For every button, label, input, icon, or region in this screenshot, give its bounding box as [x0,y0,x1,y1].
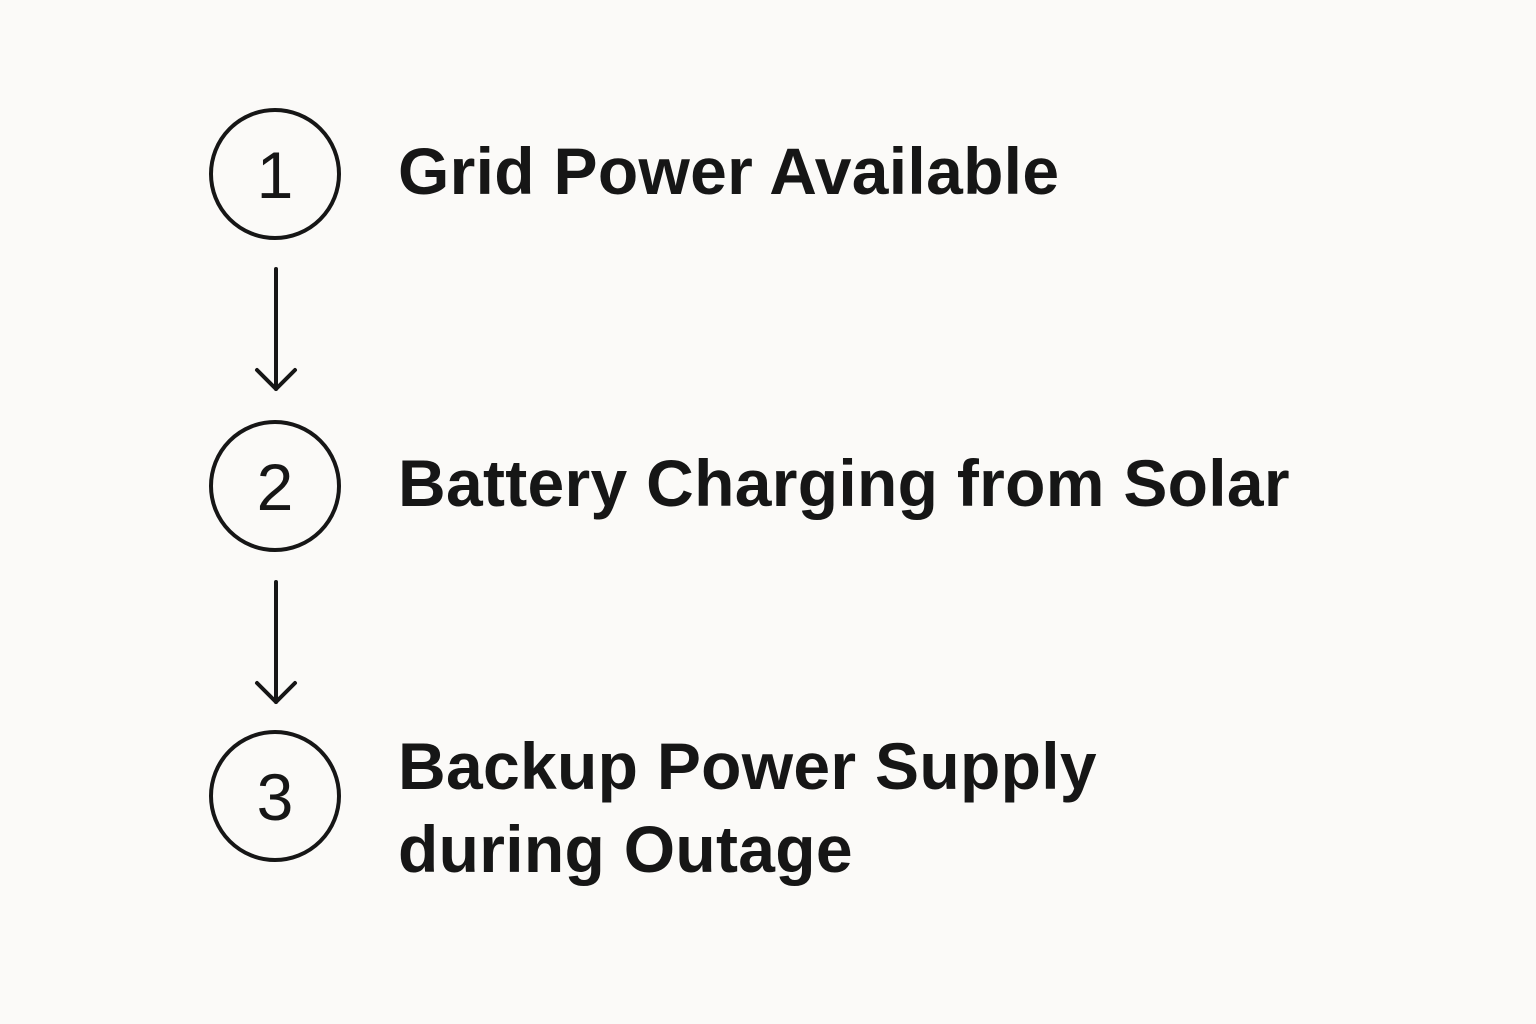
step-1-number-badge: 1 [209,108,341,240]
step-2-number-badge: 2 [209,420,341,552]
step-2-number: 2 [256,450,294,524]
step-2-label: Battery Charging from Solar [398,446,1290,520]
arrow-down-icon [255,267,297,391]
step-3-label: Backup Power Supply during Outage [398,729,1097,886]
step-1-label: Grid Power Available [398,134,1060,208]
step-3-number: 3 [256,760,294,834]
arrow-down-icon [255,580,297,704]
step-3-number-badge: 3 [209,730,341,862]
step-1-number: 1 [256,138,294,212]
